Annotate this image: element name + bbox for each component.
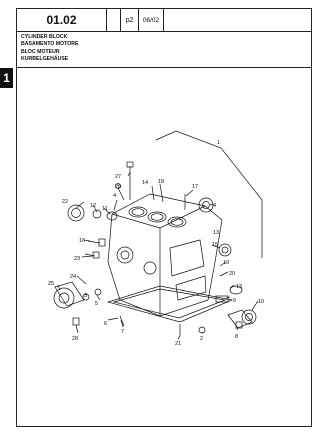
callout-5: 5: [95, 301, 98, 307]
callout-9: 9: [233, 298, 236, 304]
title-en: CYLINDER BLOCK: [21, 34, 68, 40]
callout-7: 7: [121, 329, 124, 335]
section-tab: 1: [0, 68, 13, 88]
header-bar: 01.02 p2 06/02: [17, 9, 311, 32]
blank-cell: [107, 9, 121, 31]
title-divider: [17, 67, 311, 68]
callout-17: 17: [192, 184, 198, 190]
callout-13: 13: [213, 230, 219, 236]
callout-27: 27: [115, 174, 121, 180]
callout-1: 1: [217, 140, 220, 146]
callout-23: 23: [74, 256, 80, 262]
callout-18: 18: [158, 179, 164, 185]
callout-19: 19: [223, 260, 229, 266]
callout-6: 6: [104, 321, 107, 327]
title-block: CYLINDER BLOCK BASAMENTO MOTORE BLOC MOT…: [21, 34, 78, 64]
callout-12: 12: [90, 203, 96, 209]
title-it: BASAMENTO MOTORE: [21, 41, 79, 48]
page-frame: 01.02 p2 06/02 CYLINDER BLOCK BASAMENTO …: [16, 8, 312, 427]
callout-2: 2: [200, 336, 203, 342]
section-number: 01.02: [17, 9, 107, 31]
callout-28: 28: [72, 336, 78, 342]
callout-25: 25: [48, 281, 54, 287]
callout-4b: 4: [213, 203, 216, 209]
callout-4: 4: [113, 193, 116, 199]
callout-21: 21: [175, 341, 181, 347]
callout-16: 16: [79, 238, 85, 244]
callout-20: 20: [229, 271, 235, 277]
callout-3: 3: [84, 293, 87, 299]
revision-date: 06/02: [139, 9, 164, 31]
callout-10: 10: [258, 299, 264, 305]
title-de: KURBELGEHÄUSE: [21, 56, 69, 63]
callout-15: 15: [212, 242, 218, 248]
title-fr: BLOC MOTEUR: [21, 48, 60, 55]
callout-24: 24: [70, 274, 76, 280]
callout-13b: 13: [236, 284, 242, 290]
page-number: p2: [121, 9, 139, 31]
callout-22: 22: [62, 199, 68, 205]
callout-26: 26: [115, 184, 121, 190]
callout-14: 14: [142, 180, 148, 186]
callout-11: 11: [102, 206, 108, 212]
callout-8: 8: [235, 334, 238, 340]
